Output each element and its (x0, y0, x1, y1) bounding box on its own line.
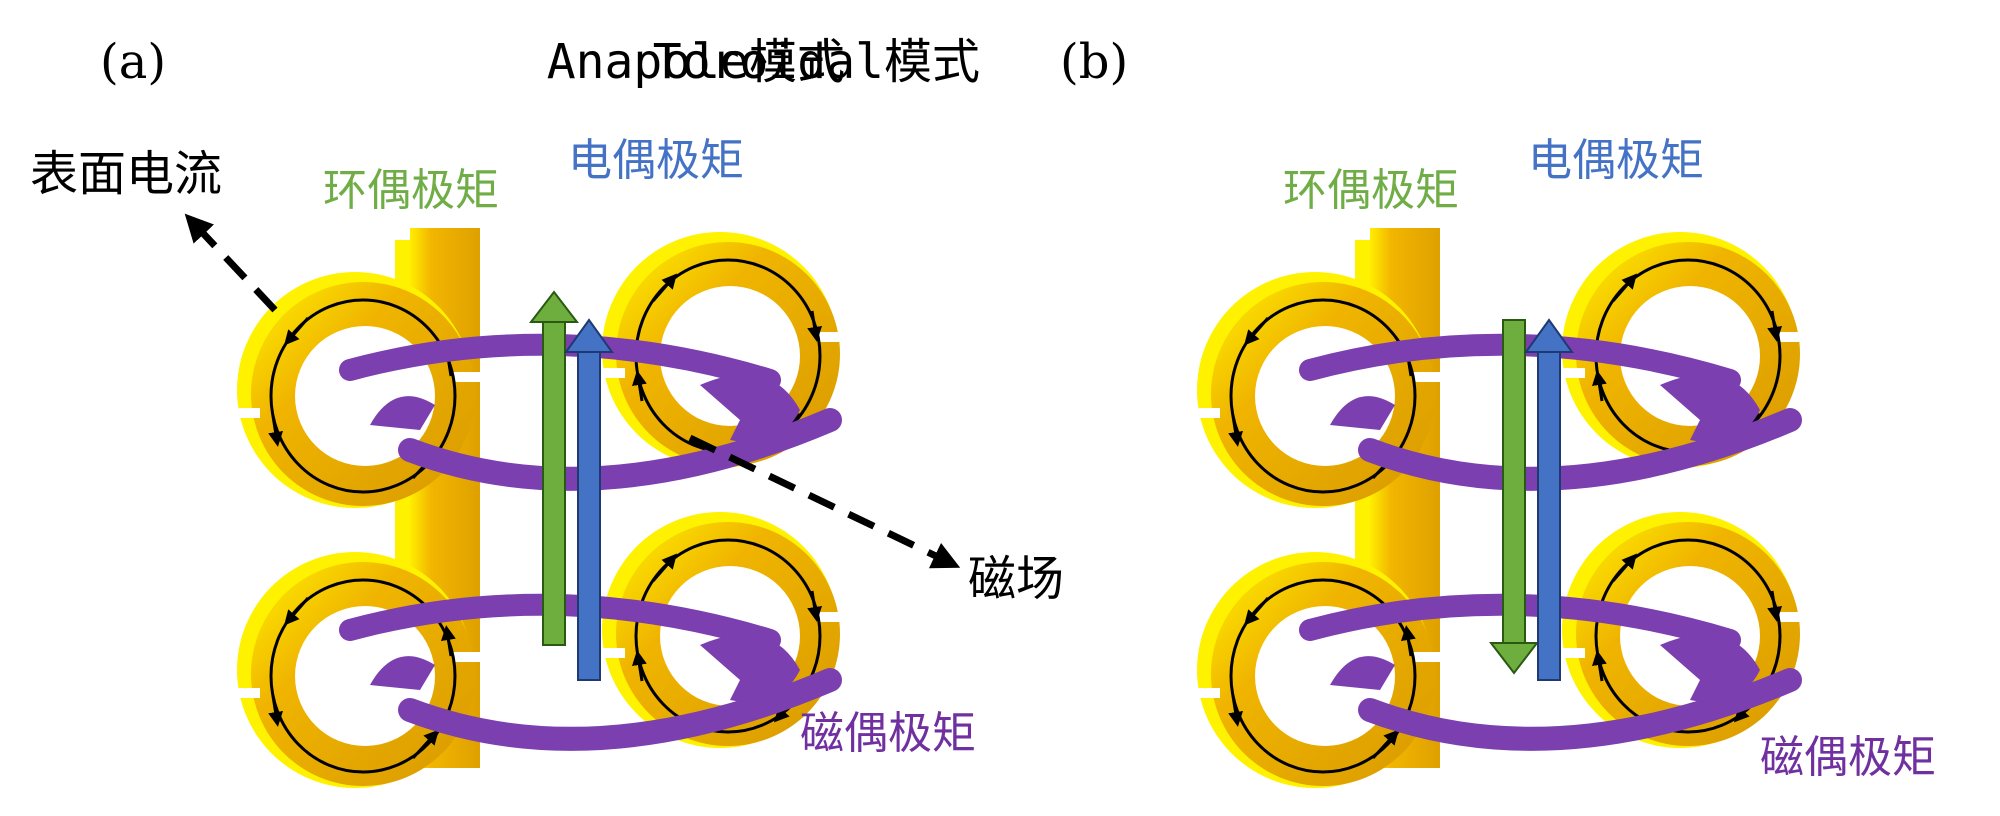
current-arrow (651, 273, 677, 302)
panel-title: Toroidal模式 (653, 34, 980, 90)
surface-current-loop (1229, 298, 1417, 494)
label-magnetic-dipole: 磁偶极矩 (800, 708, 976, 759)
band-front-arc (1358, 408, 1802, 491)
ring-gap (595, 368, 625, 378)
band-front-arc (1358, 668, 1802, 751)
electric-dipole-arrow (577, 349, 601, 681)
label-electric-dipole: 电偶极矩 (1528, 135, 1704, 186)
band-front-arc (398, 668, 842, 751)
current-arrow (1611, 273, 1637, 302)
ring-gap (595, 648, 625, 658)
band-curl-right (1660, 634, 1760, 702)
surface-current-loop (269, 298, 457, 494)
ring-gap (230, 408, 260, 418)
current-arrow (284, 317, 310, 346)
current-arrow (1611, 553, 1637, 582)
toroidal-dipole-arrow (542, 319, 566, 646)
current-arrow (1592, 370, 1607, 402)
band-curl-right (700, 374, 800, 442)
current-arrow (1244, 597, 1270, 626)
current-arrow (651, 553, 677, 582)
ring-gap (453, 372, 483, 382)
toroidal-dipole-arrowhead (1488, 642, 1540, 675)
current-arrow (268, 695, 283, 727)
ring-gap (1555, 368, 1585, 378)
ring-gap (818, 612, 848, 622)
band-curl-left (370, 656, 435, 690)
current-arrow (1767, 310, 1782, 342)
current-arrow (632, 370, 647, 402)
panel-label: (a) (100, 34, 166, 90)
label-magnetic-field: 磁场 (968, 551, 1064, 607)
toroidal-dipole-arrow (1502, 319, 1526, 646)
current-arrow (1228, 695, 1243, 727)
band-front-arc (398, 408, 842, 491)
surface-current-loop (1594, 538, 1782, 734)
ring-gap (1778, 612, 1808, 622)
current-arrow (441, 625, 456, 657)
current-arrow (1592, 650, 1607, 682)
toroidal-dipole-arrowhead (528, 290, 580, 323)
split-ring-2 (1555, 232, 1808, 468)
ring-gap (1778, 332, 1808, 342)
surface-current-loop (269, 578, 457, 774)
label-electric-dipole: 电偶极矩 (568, 135, 744, 186)
electric-dipole-arrowhead (564, 318, 614, 353)
current-arrow (411, 729, 440, 760)
magnetic-field-pointer (688, 434, 961, 569)
current-arrow (1401, 625, 1416, 657)
ring-gap (1413, 372, 1443, 382)
current-arrow (632, 650, 647, 682)
band-curl-left (1330, 656, 1395, 690)
ring-gap (1413, 652, 1443, 662)
current-arrow (807, 590, 822, 622)
current-arrow (284, 597, 310, 626)
ring-gap (1190, 688, 1220, 698)
ring-gap (230, 688, 260, 698)
current-arrow (807, 310, 822, 342)
ring-gap (453, 652, 483, 662)
current-arrow (1371, 729, 1400, 760)
band-curl-left (370, 396, 435, 430)
band-curl-left (1330, 396, 1395, 430)
ring-gap (818, 332, 848, 342)
current-arrow (1767, 590, 1782, 622)
surface-current-pointer (184, 213, 278, 313)
current-arrow (268, 415, 283, 447)
label-toroidal-dipole: 环偶极矩 (1283, 165, 1459, 216)
label-magnetic-dipole: 磁偶极矩 (1760, 732, 1936, 783)
label-surface-current: 表面电流 (30, 146, 222, 202)
label-toroidal-dipole: 环偶极矩 (323, 165, 499, 216)
electric-dipole-arrowhead (1524, 318, 1574, 353)
current-arrow (1244, 317, 1270, 346)
ring-gap (1190, 408, 1220, 418)
current-arrow (1228, 415, 1243, 447)
band-curl-right (1660, 374, 1760, 442)
electric-dipole-arrow (1537, 349, 1561, 681)
band-curl-right (700, 634, 800, 702)
surface-current-loop (634, 538, 822, 734)
panel-label: (b) (1060, 34, 1128, 90)
surface-current-loop (1229, 578, 1417, 774)
panel-title: Anapole模式 (547, 34, 845, 90)
ring-gap (1555, 648, 1585, 658)
